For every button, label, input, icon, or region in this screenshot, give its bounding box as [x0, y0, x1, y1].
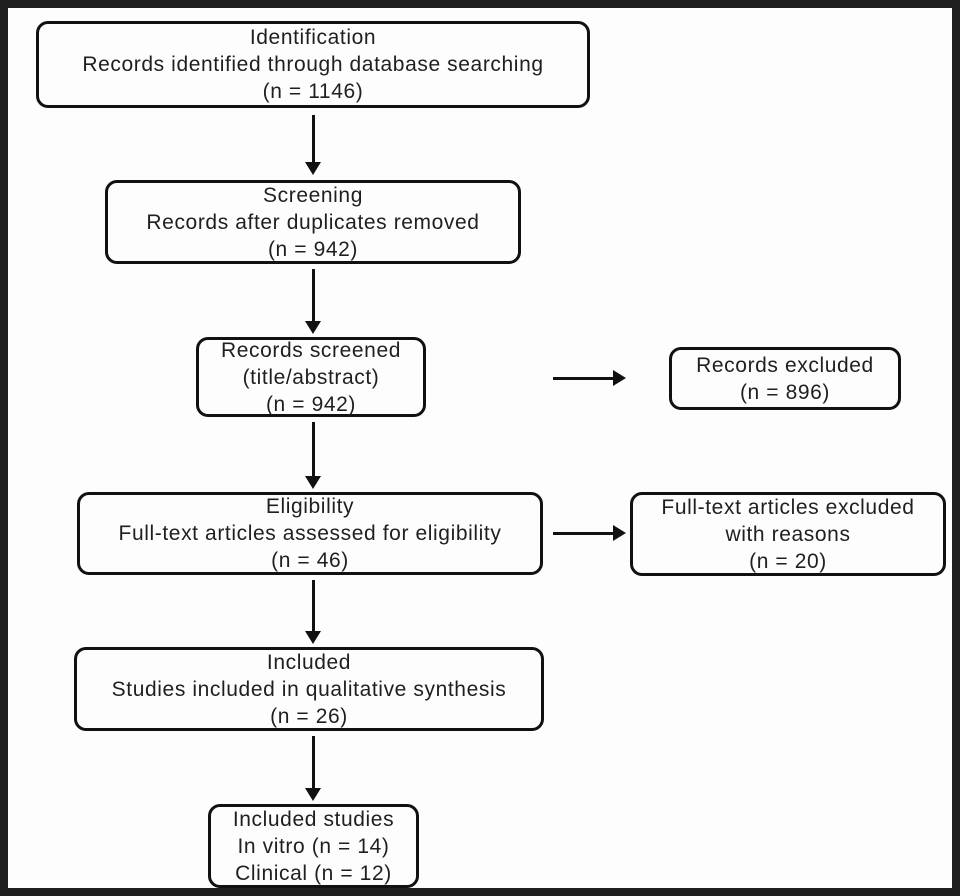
- box-included-line: Included: [266, 650, 352, 674]
- box-included-line: (n = 26): [270, 704, 348, 728]
- box-records-screened-line: Records screened: [220, 338, 402, 362]
- box-included-studies-line: In vitro (n = 14): [237, 834, 390, 858]
- arrow-right-to-records-excluded: [553, 370, 626, 386]
- box-screening-line: Records after duplicates removed: [146, 210, 480, 234]
- box-records-excluded-line: (n = 896): [739, 380, 831, 404]
- box-eligibility-line: Eligibility: [265, 495, 355, 518]
- box-included-studies: Included studies In vitro (n = 14) Clini…: [208, 804, 419, 888]
- arrow-down-eligibility-to-included: [305, 580, 321, 644]
- box-records-screened-line: (title/abstract): [242, 365, 380, 389]
- box-fulltext-excluded-line: Full-text articles excluded: [661, 495, 915, 519]
- box-eligibility-line: Full-text articles assessed for eligibil…: [118, 522, 502, 545]
- arrow-down-included-to-included-studies: [305, 736, 321, 801]
- box-records-screened-line: (n = 942): [265, 392, 357, 416]
- arrowhead-icon: [305, 788, 321, 801]
- box-eligibility: Eligibility Full-text articles assessed …: [77, 492, 543, 575]
- arrowhead-icon: [305, 321, 321, 334]
- arrowhead-icon: [613, 525, 626, 541]
- box-identification: Identification Records identified throug…: [36, 21, 590, 108]
- box-fulltext-excluded: Full-text articles excluded with reasons…: [630, 492, 946, 576]
- arrow-down-screening-to-records-screened: [305, 269, 321, 334]
- box-screening: Screening Records after duplicates remov…: [105, 180, 521, 264]
- box-included-line: Studies included in qualitative synthesi…: [111, 677, 507, 701]
- box-screening-line: Screening: [263, 183, 363, 207]
- box-screening-line: (n = 942): [267, 237, 359, 261]
- box-records-excluded: Records excluded (n = 896): [669, 347, 901, 410]
- box-records-excluded-line: Records excluded: [696, 353, 874, 377]
- arrow-shaft: [311, 736, 315, 788]
- arrow-down-records-screened-to-eligibility: [305, 422, 321, 489]
- box-identification-line: Identification: [249, 26, 377, 49]
- box-identification-line: (n = 1146): [262, 80, 364, 103]
- arrow-shaft: [553, 376, 613, 380]
- arrow-shaft: [311, 580, 315, 631]
- box-included-studies-line: Clinical (n = 12): [235, 861, 392, 885]
- box-fulltext-excluded-line: with reasons: [725, 522, 851, 546]
- arrow-down-identification-to-screening: [305, 115, 321, 175]
- arrow-shaft: [553, 531, 613, 535]
- arrow-shaft: [311, 115, 315, 162]
- box-records-screened: Records screened (title/abstract) (n = 9…: [196, 337, 426, 417]
- arrowhead-icon: [305, 476, 321, 489]
- box-eligibility-line: (n = 46): [271, 549, 349, 572]
- arrow-shaft: [311, 269, 315, 321]
- arrow-right-to-fulltext-excluded: [553, 525, 626, 541]
- arrow-shaft: [311, 422, 315, 476]
- arrowhead-icon: [305, 631, 321, 644]
- box-identification-line: Records identified through database sear…: [82, 53, 544, 76]
- box-fulltext-excluded-line: (n = 20): [749, 549, 827, 573]
- box-included: Included Studies included in qualitative…: [74, 647, 544, 731]
- arrowhead-icon: [305, 162, 321, 175]
- arrowhead-icon: [613, 370, 626, 386]
- box-included-studies-line: Included studies: [232, 807, 395, 831]
